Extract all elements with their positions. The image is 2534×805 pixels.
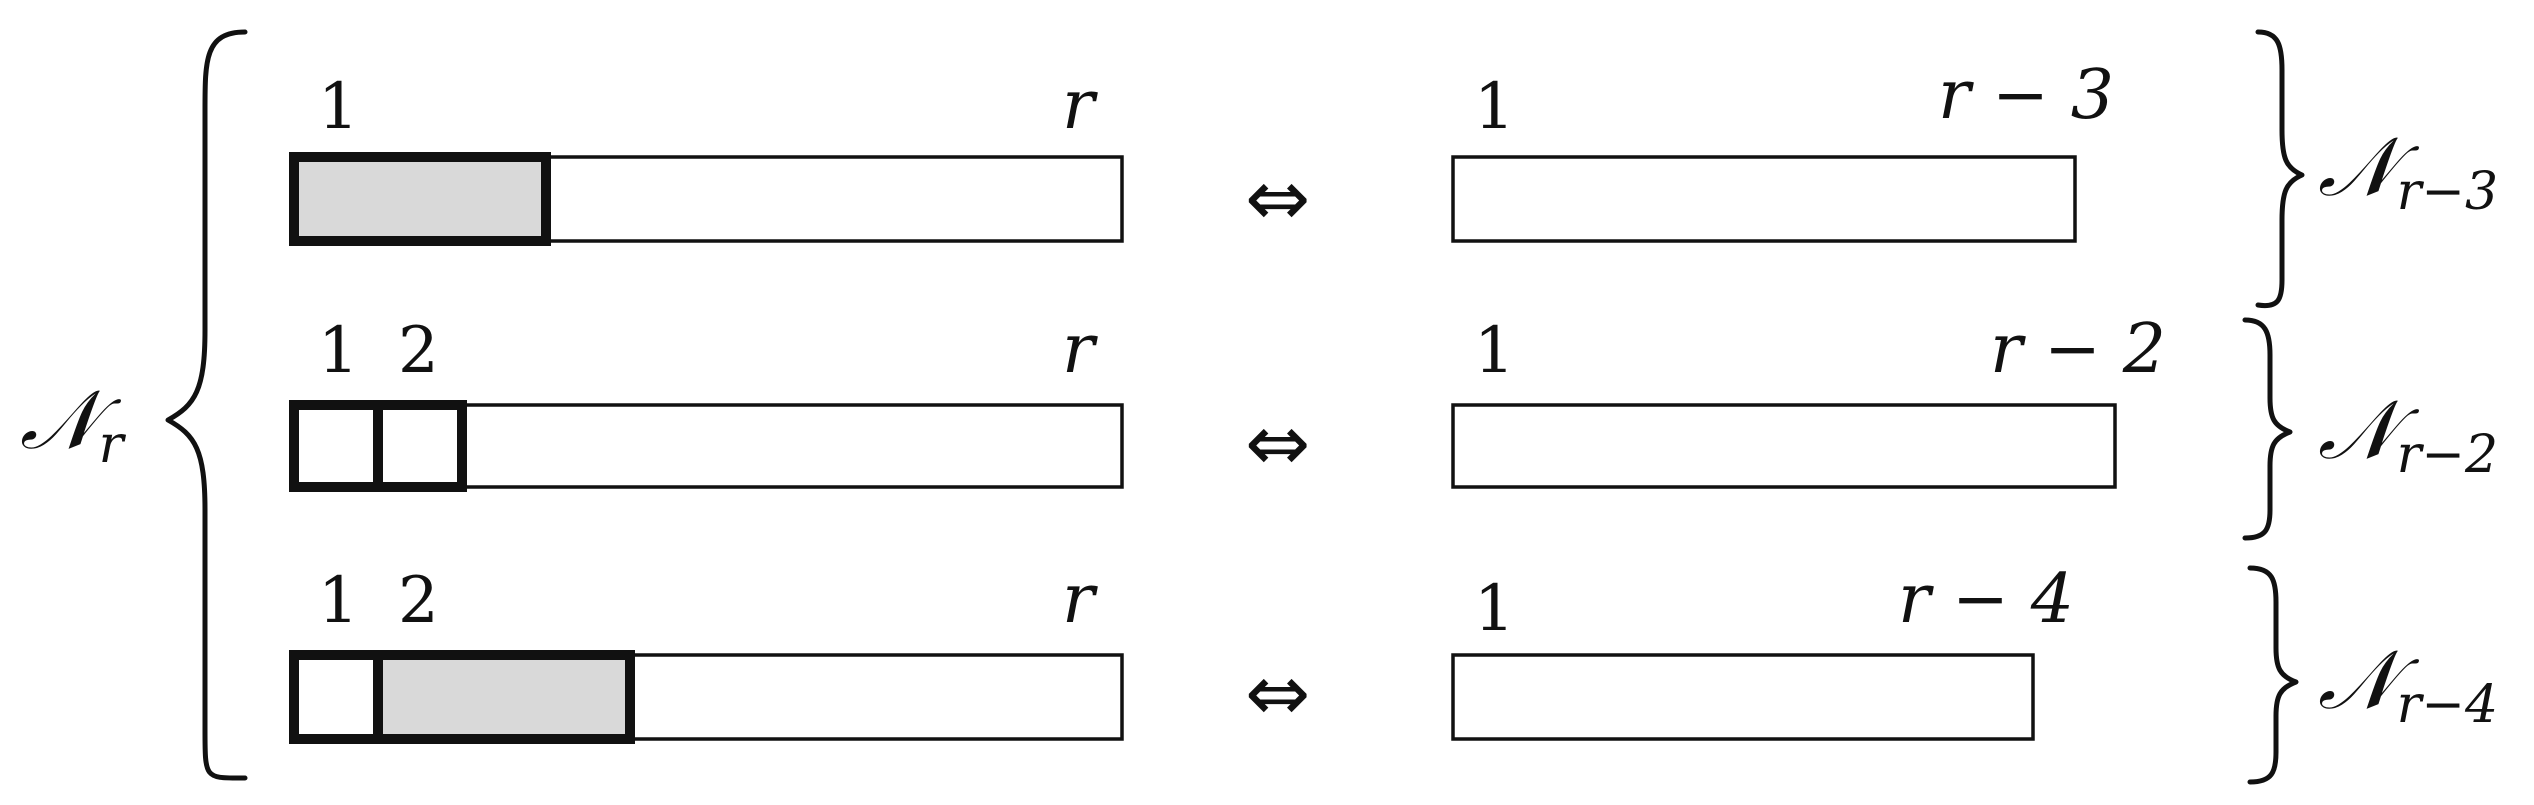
row-3-label-end: r bbox=[1062, 560, 1098, 639]
row-1-right-strip bbox=[1451, 155, 2077, 243]
row-3-label-second: 2 bbox=[398, 564, 439, 638]
left-curly-brace bbox=[165, 29, 248, 781]
row-1-right-label-start: 1 bbox=[1474, 70, 1515, 144]
right-brace-row-1 bbox=[2255, 29, 2305, 309]
row-2-tile-square-1 bbox=[289, 400, 383, 492]
right-brace-label-row-2: 𝒩r−2 bbox=[2318, 383, 2498, 485]
row-3-right-strip bbox=[1451, 653, 2035, 741]
right-brace-row-3 bbox=[2247, 565, 2299, 785]
row-3: 1 2 r ⇔ 1 r − 4 bbox=[289, 560, 2074, 744]
row-3-right-label-start: 1 bbox=[1474, 572, 1515, 646]
row-1-right-label-end: r − 3 bbox=[1938, 56, 2114, 135]
row-2-label-end: r bbox=[1062, 310, 1098, 389]
row-1: 1 r ⇔ 1 r − 3 bbox=[289, 56, 2114, 246]
row-1-label-end: r bbox=[1062, 66, 1098, 145]
row-2-right-label-end: r − 2 bbox=[1990, 310, 2166, 389]
row-2: 1 2 r ⇔ 1 r − 2 bbox=[289, 310, 2166, 492]
right-brace-label-row-3: 𝒩r−4 bbox=[2318, 633, 2498, 735]
row-3-right-label-end: r − 4 bbox=[1898, 560, 2074, 639]
row-3-tile-square bbox=[289, 650, 383, 744]
row-2-equivalence-arrow: ⇔ bbox=[1245, 399, 1310, 489]
row-2-right-label-start: 1 bbox=[1474, 314, 1515, 388]
row-1-tile-domino bbox=[289, 152, 551, 246]
left-total-label: 𝒩r bbox=[20, 373, 127, 475]
right-brace-label-row-1: 𝒩r−3 bbox=[2318, 120, 2498, 222]
row-1-label-start: 1 bbox=[318, 70, 359, 144]
row-2-right-strip bbox=[1451, 403, 2117, 489]
row-2-label-second: 2 bbox=[398, 314, 439, 388]
row-1-equivalence-arrow: ⇔ bbox=[1245, 154, 1310, 244]
row-3-equivalence-arrow: ⇔ bbox=[1245, 649, 1310, 739]
row-3-label-start: 1 bbox=[318, 564, 359, 638]
row-2-label-start: 1 bbox=[318, 314, 359, 388]
row-2-tile-square-2 bbox=[373, 400, 467, 492]
row-3-tile-domino bbox=[373, 650, 635, 744]
right-brace-row-2 bbox=[2242, 317, 2293, 541]
